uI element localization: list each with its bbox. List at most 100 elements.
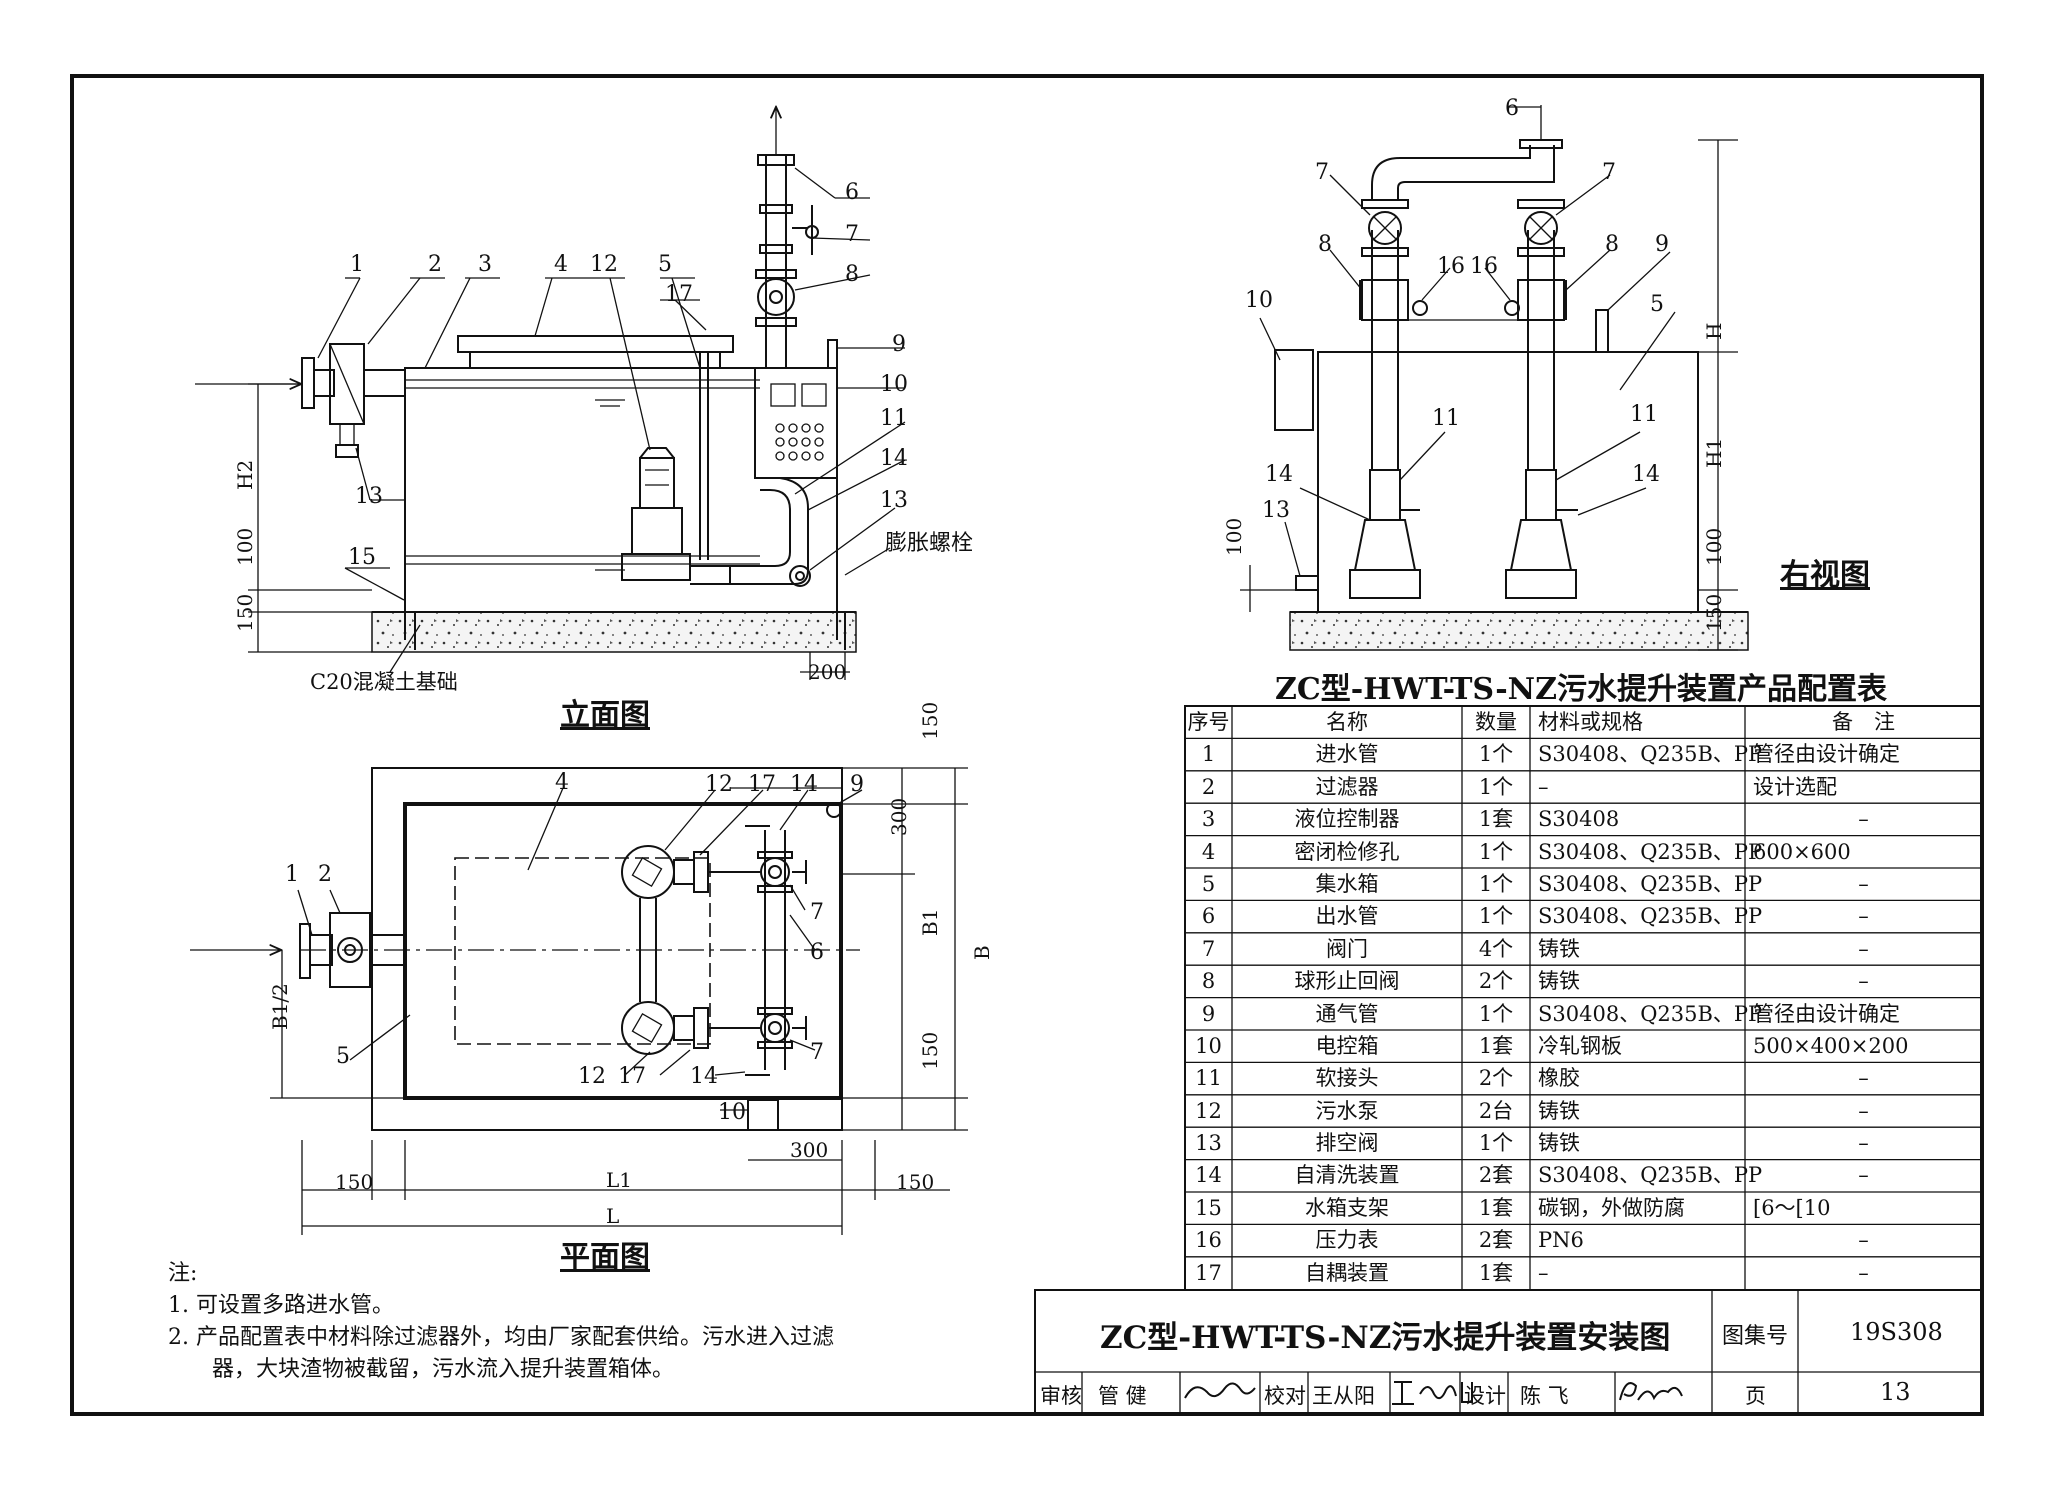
signature-designer bbox=[1619, 1382, 1683, 1401]
plan-callout-7: 2 bbox=[318, 862, 332, 887]
table-cell: 2个 bbox=[1478, 1066, 1514, 1091]
title-block-grid bbox=[1034, 1289, 1983, 1415]
plan-callout-6: 1 bbox=[285, 862, 299, 887]
elevation-title: 立面图 bbox=[560, 698, 650, 733]
side-callout-13: 14 bbox=[1265, 462, 1293, 487]
side-callout-7: 16 bbox=[1437, 254, 1465, 279]
table-cell: 电控箱 bbox=[1315, 1033, 1379, 1058]
plan-dim-8: L1 bbox=[606, 1168, 633, 1192]
reviewer-name: 管 健 bbox=[1098, 1384, 1147, 1408]
table-cell: 液位控制器 bbox=[1294, 807, 1400, 832]
plan-dim-5: 150 bbox=[918, 1031, 942, 1070]
side-valve-left bbox=[1361, 199, 1409, 257]
table-cell: 设计选配 bbox=[1753, 774, 1837, 799]
table-cell: 13 bbox=[1195, 1131, 1222, 1156]
control-box bbox=[754, 367, 838, 479]
design-label: 设计 bbox=[1464, 1384, 1506, 1408]
table-cell: 16 bbox=[1195, 1228, 1222, 1253]
table-cell: 1 bbox=[1201, 742, 1216, 767]
plan-callout-4: 14 bbox=[790, 772, 818, 797]
table-header-cell: 数量 bbox=[1475, 710, 1517, 734]
plan-callout-8: 5 bbox=[336, 1044, 350, 1069]
table-cell: 8 bbox=[1201, 969, 1216, 994]
table-cell: S30408、Q235B、PP bbox=[1538, 1163, 1763, 1188]
table-cell: 碳钢，外做防腐 bbox=[1538, 1195, 1685, 1220]
table-header-cell: 名称 bbox=[1326, 710, 1368, 734]
table-cell: S30408、Q235B、PP bbox=[1538, 871, 1763, 896]
side-callout-14: 14 bbox=[1632, 462, 1660, 487]
table-cell: S30408、Q235B、PP bbox=[1538, 839, 1763, 864]
side-dim-3: 100 bbox=[1702, 527, 1726, 566]
table-row: 10 电控箱 1套冷轧钢板 500×400×200 bbox=[1185, 1030, 1982, 1062]
table-cell: 1个 bbox=[1478, 742, 1514, 767]
side-dim-4: 100 bbox=[1222, 517, 1246, 556]
plan-view bbox=[190, 767, 968, 1235]
side-callout-5: 8 bbox=[1605, 232, 1619, 257]
table-cell: 500×400×200 bbox=[1753, 1033, 1909, 1058]
table-cell: – bbox=[1858, 807, 1869, 832]
table-cell: 2套 bbox=[1478, 1228, 1514, 1253]
table-cell: 球形止回阀 bbox=[1294, 969, 1400, 994]
table-cell: 1个 bbox=[1478, 774, 1514, 799]
designer-name: 陈 飞 bbox=[1520, 1384, 1569, 1408]
table-cell: 12 bbox=[1195, 1098, 1222, 1123]
table-cell: 5 bbox=[1201, 871, 1216, 896]
table-cell: 出水管 bbox=[1315, 904, 1379, 929]
table-cell: 2台 bbox=[1478, 1098, 1514, 1123]
table-cell: 排空阀 bbox=[1315, 1131, 1379, 1156]
tank-body bbox=[404, 367, 838, 613]
table-cell: 2个 bbox=[1478, 969, 1514, 994]
table-cell: 铸铁 bbox=[1538, 969, 1580, 994]
table-cell: 管径由设计确定 bbox=[1753, 742, 1900, 767]
note-1: 1. 可设置多路进水管。 bbox=[168, 1293, 394, 1318]
side-callout-6: 9 bbox=[1655, 232, 1669, 257]
table-cell: 过滤器 bbox=[1315, 774, 1379, 799]
table-cell: 1套 bbox=[1478, 1260, 1514, 1285]
table-header-cell: 序号 bbox=[1187, 710, 1230, 734]
table-header-row: 序号 名称 数量材料或规格 备 注 bbox=[1185, 706, 1982, 738]
elevation-callout-16: 13 bbox=[355, 484, 383, 509]
side-dim-5: 150 bbox=[1702, 593, 1726, 632]
table-cell: 4个 bbox=[1478, 936, 1514, 961]
table-cell: 橡胶 bbox=[1538, 1066, 1580, 1091]
elevation-callout-3: 3 bbox=[478, 252, 492, 277]
plan-title: 平面图 bbox=[560, 1240, 650, 1275]
table-cell: 10 bbox=[1195, 1033, 1222, 1058]
table-cell: 铸铁 bbox=[1538, 1098, 1580, 1123]
elevation-callout-10: 8 bbox=[845, 262, 859, 287]
table-cell: 污水泵 bbox=[1315, 1098, 1379, 1123]
plan-dim-3: B1 bbox=[918, 908, 942, 936]
table-header-cell: 备 注 bbox=[1832, 710, 1895, 734]
elevation-callout-2: 2 bbox=[428, 252, 442, 277]
table-cell: 1套 bbox=[1478, 807, 1514, 832]
table-header-cell: 材料或规格 bbox=[1538, 710, 1643, 734]
side-callout-12: 11 bbox=[1630, 402, 1658, 427]
side-callout-1: 6 bbox=[1505, 96, 1519, 121]
plan-callout-2: 12 bbox=[705, 772, 733, 797]
table-cell: 自清洗装置 bbox=[1294, 1163, 1400, 1188]
table-cell: [6～[10 bbox=[1753, 1195, 1831, 1220]
table-cell: 9 bbox=[1201, 1001, 1216, 1026]
table-cell: 铸铁 bbox=[1538, 936, 1580, 961]
elevation-callout-13: 11 bbox=[880, 406, 908, 431]
table-cell: 1个 bbox=[1478, 839, 1514, 864]
table-cell: 管径由设计确定 bbox=[1753, 1001, 1900, 1026]
table-cell: 冷轧钢板 bbox=[1538, 1033, 1622, 1058]
table-cell: – bbox=[1858, 1260, 1869, 1285]
table-cell: 1套 bbox=[1478, 1033, 1514, 1058]
plan-hatch bbox=[454, 857, 711, 1045]
elevation-callout-8: 6 bbox=[845, 180, 859, 205]
table-cell: 自耦装置 bbox=[1305, 1260, 1389, 1285]
config-table-grid bbox=[1184, 705, 1983, 1291]
side-tank bbox=[1317, 351, 1699, 613]
